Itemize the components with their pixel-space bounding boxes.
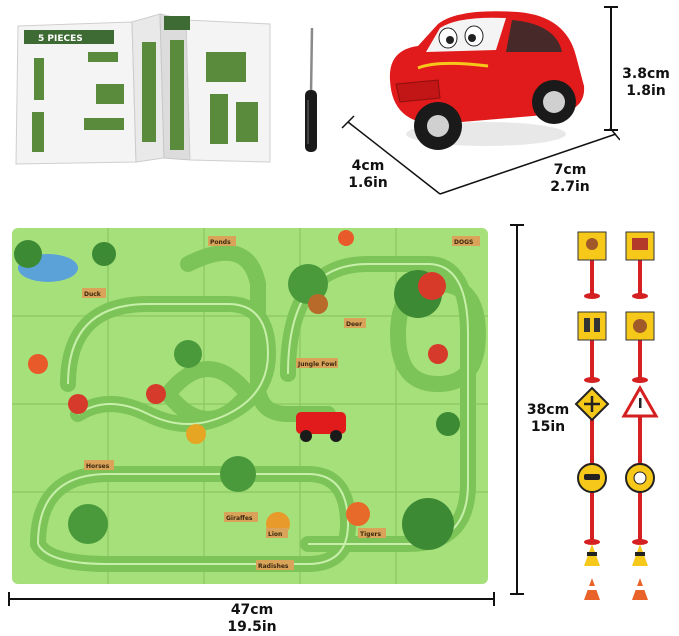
mat-height-line bbox=[516, 224, 518, 594]
sign-giraffes: Giraffes bbox=[226, 515, 253, 522]
sign-tigers: Tigers bbox=[360, 531, 381, 538]
sign-deer: Deer bbox=[346, 321, 362, 328]
puzzle-track-mat: Ponds DOGS Duck Deer Jungle Fowl Horses … bbox=[12, 228, 488, 584]
sign-duck: Duck bbox=[84, 291, 102, 298]
signpost-drinking-water bbox=[625, 231, 655, 299]
mat-width-line bbox=[8, 598, 494, 600]
traffic-cone-orange bbox=[584, 578, 648, 600]
signpost-triangle-warning bbox=[621, 384, 659, 469]
sign-horses: Horses bbox=[86, 463, 110, 470]
signpost-toilet bbox=[577, 311, 607, 383]
signpost-panda bbox=[625, 463, 655, 545]
signpost-parking bbox=[577, 463, 607, 545]
signpost-crossroad-warning bbox=[574, 386, 610, 469]
screwdriver bbox=[305, 27, 317, 152]
signpost-animal bbox=[625, 311, 655, 383]
instruction-booklet: 5 PIECES bbox=[15, 13, 271, 165]
car-footprint-lines bbox=[341, 115, 620, 195]
toy-car bbox=[389, 11, 585, 150]
road-signs-set bbox=[574, 231, 659, 600]
scenery bbox=[14, 230, 460, 550]
sign-radishes: Radishes bbox=[258, 563, 289, 570]
signpost-tiger-park bbox=[577, 231, 607, 299]
sign-ponds: Ponds bbox=[210, 239, 231, 246]
sign-lion: Lion bbox=[268, 531, 282, 538]
sign-dogs: DOGS bbox=[454, 239, 473, 246]
traffic-cone-black-yellow bbox=[584, 544, 648, 566]
booklet-title: 5 PIECES bbox=[38, 34, 83, 44]
sign-jungle-fowl: Jungle Fowl bbox=[297, 361, 337, 368]
car-height-line bbox=[610, 6, 612, 130]
